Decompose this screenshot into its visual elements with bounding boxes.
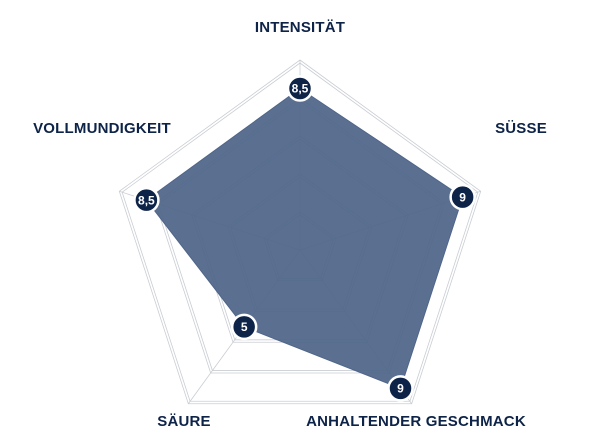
data-point-marker	[286, 75, 314, 102]
axis-label-4: SÄURE	[157, 413, 211, 430]
data-point-2: 9	[449, 183, 476, 211]
data-point-marker	[230, 313, 258, 341]
data-value-label: 8,5	[138, 193, 155, 207]
data-area	[145, 87, 464, 390]
data-point-marker	[133, 186, 160, 214]
axis-label-1: INTENSITÄT	[255, 19, 345, 36]
data-value-label: 9	[459, 190, 466, 204]
data-value-label: 9	[397, 382, 404, 396]
data-value-label: 5	[241, 320, 248, 334]
axis-label-5: VOLLMUNDIGKEIT	[33, 120, 171, 137]
data-value-label: 8,5	[292, 82, 309, 96]
data-point-5: 8,5	[133, 186, 160, 214]
data-point-marker	[387, 375, 414, 402]
data-point-4: 5	[230, 313, 258, 341]
grid-ring-5	[118, 59, 482, 405]
data-point-marker	[449, 183, 476, 211]
axis-label-2: SÜSSE	[495, 120, 547, 137]
data-point-1: 8,5	[286, 75, 314, 102]
data-point-3: 9	[387, 375, 414, 402]
axis-label-3: ANHALTENDER GESCHMACK	[306, 413, 526, 430]
grid-ring-5-inner	[121, 62, 479, 402]
